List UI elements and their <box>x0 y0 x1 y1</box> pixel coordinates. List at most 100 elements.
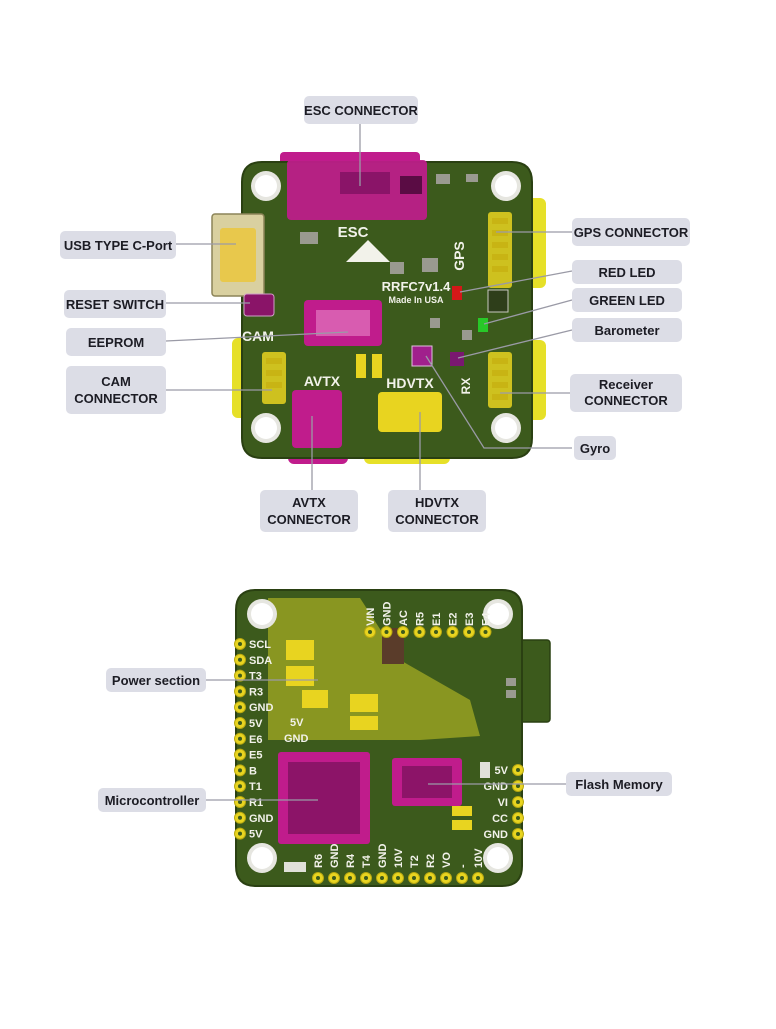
callout-hdvtx-connector: HDVTX CONNECTOR <box>388 490 486 532</box>
left-pad-hole <box>238 673 242 678</box>
left-pad-hole <box>238 784 242 789</box>
top-pad-label: E2 <box>448 613 460 626</box>
top-pad-label: E4 <box>481 612 493 626</box>
right-pad-hole <box>516 816 520 820</box>
barometer-chip <box>487 289 509 313</box>
esc-connector-body <box>340 172 390 194</box>
bottom-pad-label: T2 <box>409 855 421 868</box>
top-pad-hole <box>401 630 405 634</box>
hdvtx-connector <box>378 392 442 432</box>
gps-silk-label: GPS <box>451 241 467 271</box>
left-pad-hole <box>238 721 242 725</box>
flash-memory-die <box>402 766 452 798</box>
bottom-pad-label: 10V <box>393 848 405 868</box>
top-pad-hole <box>450 630 455 634</box>
green-led <box>478 318 488 332</box>
top-board: ESC GPS RRFC7v1.4 Made In USA <box>211 152 546 464</box>
callout-green-led: GREEN LED <box>572 288 682 312</box>
left-pad-label: E5 <box>249 750 262 762</box>
bottom-pad-label: VO <box>441 852 453 868</box>
barometer-ic <box>450 352 464 366</box>
esc-connector-chip <box>400 176 422 194</box>
bottom-pad-hole <box>412 876 416 880</box>
bottom-pad-hole <box>444 876 448 880</box>
bottom-pad-hole <box>316 876 320 880</box>
top-pad-hole <box>467 630 471 634</box>
callout-usb-port: USB TYPE C-Port <box>60 231 176 259</box>
left-pad-label: R3 <box>249 686 263 698</box>
callout-avtx-connector: AVTX CONNECTOR <box>260 490 358 532</box>
top-pad-label: E1 <box>431 613 443 626</box>
bottom-pad-hole <box>380 876 384 880</box>
left-pad-hole <box>238 831 242 836</box>
bottom-mounting-holes <box>247 599 513 873</box>
left-pad-hole <box>238 752 242 757</box>
rx-silk-label: RX <box>459 378 473 395</box>
left-pad-hole <box>238 642 242 646</box>
left-pad-label: GND <box>249 702 274 714</box>
left-pad-label: B <box>249 765 257 777</box>
right-pad-label: VI <box>498 797 508 809</box>
top-small-components <box>300 174 478 378</box>
esc-silk-label: ESC <box>338 224 369 241</box>
callout-cam-connector: CAM CONNECTOR <box>66 366 166 414</box>
bottom-pad-label: 10V <box>473 848 485 868</box>
bottom-pad-hole <box>460 876 464 880</box>
bottom-pad-hole <box>348 876 352 880</box>
top-pad-hole <box>384 630 389 634</box>
left-pad-hole <box>238 689 242 694</box>
bottom-pad-label: GND <box>377 844 389 869</box>
left-pad-hole <box>238 768 242 773</box>
left-pad-label: 5V <box>249 829 263 841</box>
callout-microcontroller: Microcontroller <box>98 788 206 812</box>
top-pad-hole <box>483 630 488 634</box>
bottom-pad-hole <box>476 876 480 880</box>
callout-gps-connector: GPS CONNECTOR <box>572 218 690 246</box>
right-pad-label: GND <box>484 781 509 793</box>
top-mounting-holes <box>251 171 521 443</box>
bottom-pad-hole <box>332 876 336 880</box>
top-pad-label: VIN <box>365 608 377 626</box>
avtx-silk-label: AVTX <box>304 373 341 389</box>
right-pad-label: CC <box>492 813 508 825</box>
reset-switch <box>243 293 275 317</box>
top-pad-hole <box>417 630 422 634</box>
left-pad-label: GND <box>249 813 274 825</box>
left-pad-hole <box>238 736 242 741</box>
left-pad-hole <box>238 815 242 820</box>
left-pad-label: SCL <box>249 639 271 651</box>
top-pad-hole <box>434 630 438 634</box>
bottom-pad-label: R6 <box>313 854 325 868</box>
bottom-pad-hole <box>428 876 432 880</box>
red-led <box>452 286 462 300</box>
top-pad-label: E3 <box>464 613 476 626</box>
left-pad-hole <box>238 800 242 804</box>
callout-eeprom: EEPROM <box>66 328 166 356</box>
usb-c-port-inner <box>220 228 256 282</box>
left-pad-label: T3 <box>249 671 262 683</box>
left-pad-label: T1 <box>249 781 262 793</box>
bottom-pad-hole <box>364 876 368 880</box>
bottom-pad-hole <box>396 876 400 880</box>
gps-connector <box>488 212 512 288</box>
callout-flash-memory: Flash Memory <box>566 772 672 796</box>
top-pad-label: AC <box>398 610 410 626</box>
left-pad-hole <box>238 657 242 662</box>
callout-gyro: Gyro <box>574 436 616 460</box>
leader-lines <box>165 124 573 801</box>
right-pad-label: GND <box>484 829 509 841</box>
left-pad-label: R1 <box>249 797 263 809</box>
avtx-connector <box>292 390 342 448</box>
left-pad-label: SDA <box>249 655 272 667</box>
left-pad-label: 5V <box>249 718 263 730</box>
top-pad-label: R5 <box>415 612 427 626</box>
right-pad-label: 5V <box>495 765 509 777</box>
rx-connector <box>488 352 512 408</box>
cam-connector <box>262 352 286 404</box>
microcontroller-die <box>288 762 360 834</box>
callout-barometer: Barometer <box>572 318 682 342</box>
callout-reset-switch: RESET SWITCH <box>64 290 166 318</box>
